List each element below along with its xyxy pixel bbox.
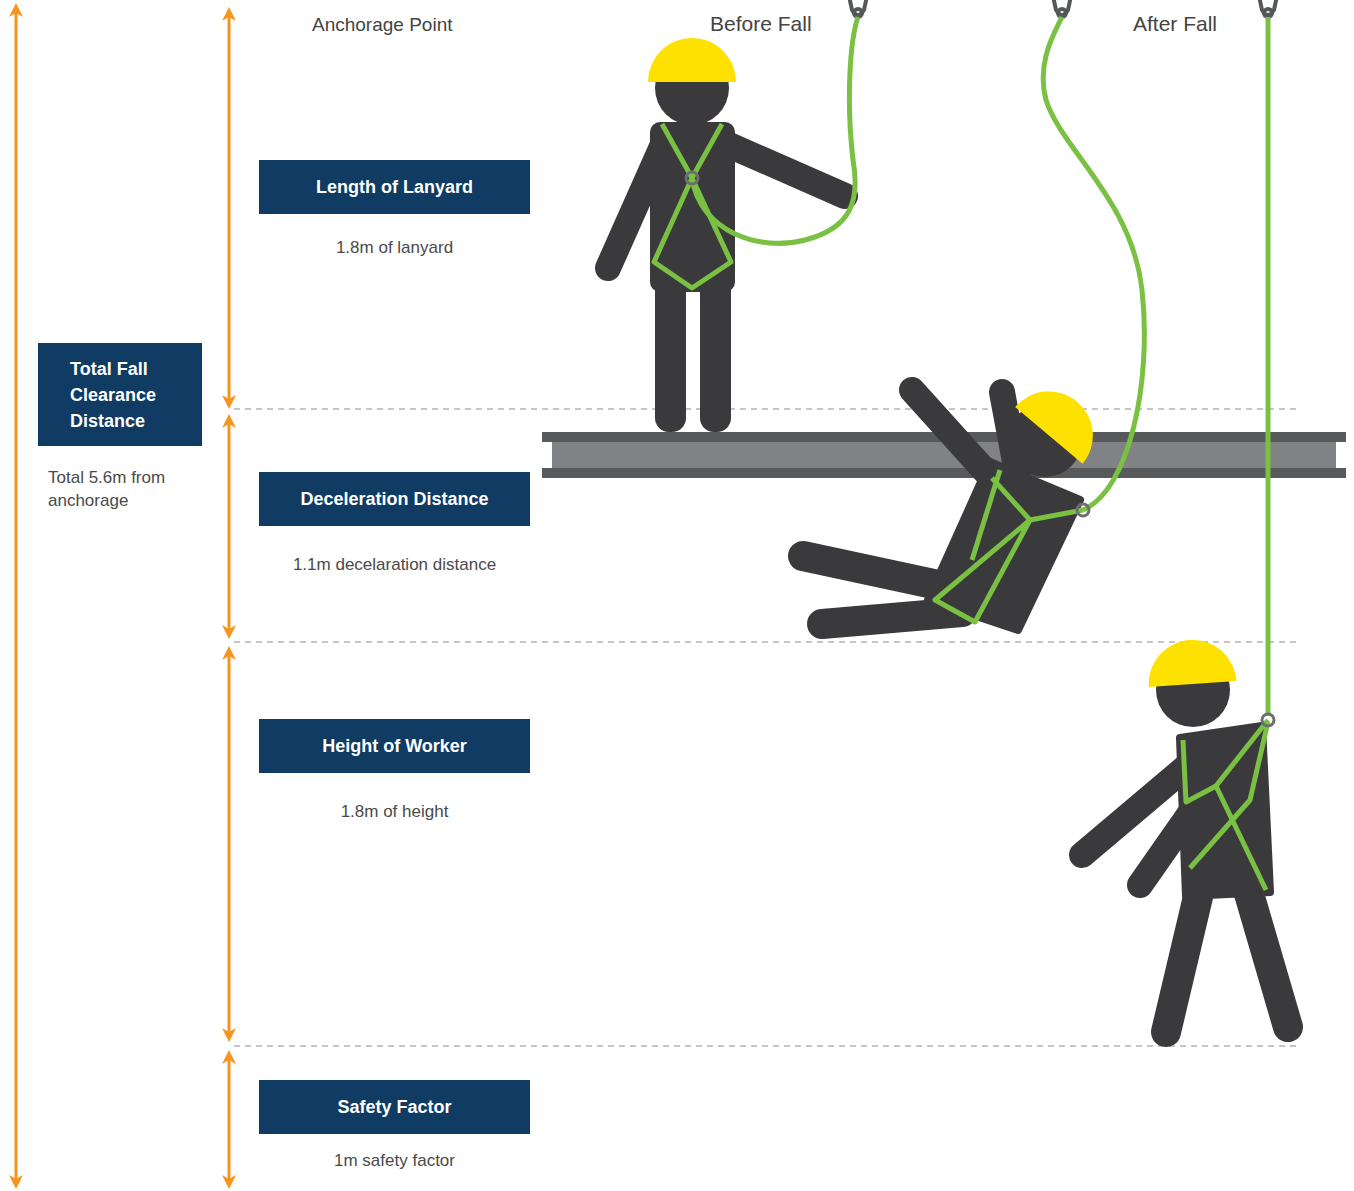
- dimension-arrowheads: [9, 3, 236, 1189]
- worker-leg: [1166, 880, 1202, 1032]
- worker-leg: [700, 268, 731, 432]
- harness: [935, 470, 1083, 622]
- stage-label: After Fall: [1133, 12, 1217, 36]
- measurement-note: Total 5.6m from anchorage: [48, 466, 208, 512]
- beam-web: [552, 442, 1336, 468]
- total-dimension-line: [15, 10, 18, 1183]
- arrowhead: [222, 7, 236, 21]
- deceleration-dimension-line: [228, 420, 231, 634]
- dimension-lines: [16, 10, 229, 1184]
- measurement-note: 1m safety factor: [259, 1149, 530, 1172]
- worker-torso: [928, 462, 1080, 630]
- dashed-line: [234, 641, 1300, 643]
- worker-leg: [822, 612, 962, 624]
- harness-strap: [662, 124, 722, 178]
- d-ring: [686, 172, 698, 184]
- harness-strap: [1183, 720, 1268, 802]
- arrowhead: [222, 625, 236, 639]
- d-ring: [1077, 504, 1089, 516]
- lanyard-dimension-line: [228, 14, 231, 404]
- box-heading: Total Fall Clearance Distance: [70, 356, 194, 434]
- hard-hat: [648, 38, 736, 82]
- label-box: Length of Lanyard1.8m of lanyard: [259, 160, 530, 214]
- harness-strap: [654, 178, 731, 288]
- measurement-note: 1.8m of lanyard: [259, 236, 530, 259]
- harness-strap: [1190, 722, 1268, 868]
- measurement-note: 1.8m of height: [259, 800, 530, 823]
- height-dimension-line: [228, 652, 231, 1037]
- box-heading: Height of Worker: [265, 733, 524, 759]
- box-heading: Deceleration Distance: [265, 486, 524, 512]
- harness: [1183, 720, 1268, 890]
- measurement-note: 1.1m decelaration distance: [259, 553, 530, 576]
- harness: [654, 124, 731, 288]
- beam-flange: [542, 468, 1346, 478]
- label-box: Safety Factor1m safety factor: [259, 1080, 530, 1134]
- worker-leg: [1245, 880, 1288, 1027]
- anchor-ring: [854, 9, 862, 17]
- dashed-line: [234, 1045, 1300, 1047]
- lanyard: [1043, 17, 1144, 510]
- label-box: Total Fall Clearance DistanceTotal 5.6m …: [38, 343, 202, 446]
- arrowhead: [222, 1028, 236, 1042]
- worker-after-fall: [1082, 17, 1288, 1032]
- worker-leg: [655, 268, 686, 432]
- safety-dimension-line: [228, 1055, 231, 1184]
- arrowhead: [222, 414, 236, 428]
- anchor-ring: [1264, 9, 1272, 17]
- worker-torso: [1180, 726, 1270, 896]
- label-box: Deceleration Distance1.1m decelaration d…: [259, 472, 530, 526]
- harness-strap: [1216, 786, 1266, 890]
- worker-arm: [912, 390, 995, 482]
- harness-strap: [935, 520, 1030, 622]
- worker-before-fall: [608, 17, 858, 432]
- stage-label: Before Fall: [710, 12, 812, 36]
- harness-strap: [972, 470, 1000, 560]
- lanyard: [1266, 17, 1271, 716]
- arrowhead: [222, 646, 236, 660]
- hard-hat: [1015, 373, 1111, 463]
- arrowhead: [222, 1050, 236, 1064]
- arrowhead: [222, 395, 236, 409]
- harness-strap: [992, 478, 1083, 520]
- box-heading: Length of Lanyard: [265, 174, 524, 200]
- lanyard: [692, 17, 858, 243]
- box-heading: Safety Factor: [265, 1094, 524, 1120]
- d-ring: [1262, 714, 1274, 726]
- arrowhead: [9, 1175, 23, 1189]
- worker-torso: [650, 122, 735, 292]
- arrowhead: [9, 3, 23, 17]
- arrowhead: [222, 1175, 236, 1189]
- anchorage-label: Anchorage Point: [312, 14, 453, 36]
- worker-arm: [722, 142, 845, 196]
- worker-falling: [803, 17, 1144, 630]
- label-box: Height of Worker1.8m of height: [259, 719, 530, 773]
- anchor-ring: [1058, 9, 1066, 17]
- worker-leg: [803, 556, 952, 588]
- hard-hat: [1146, 637, 1237, 687]
- reference-lines: [234, 409, 1300, 1046]
